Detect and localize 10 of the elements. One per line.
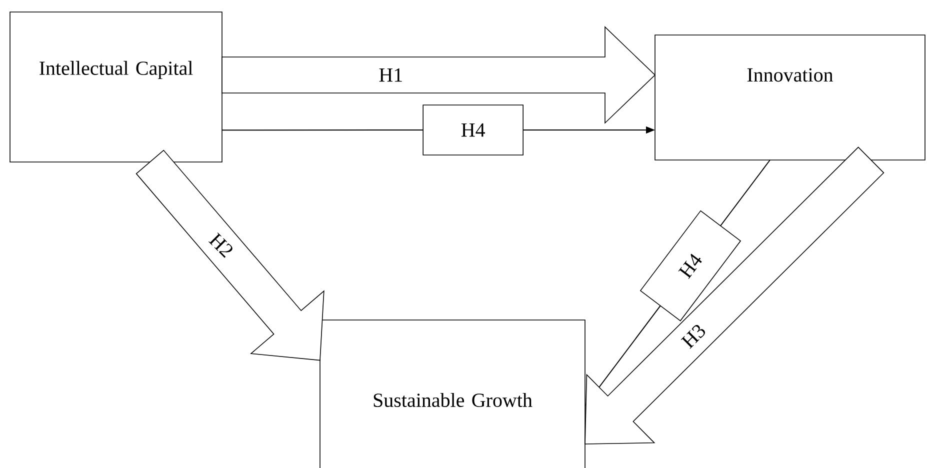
block-arrow — [136, 150, 324, 361]
block-arrow — [584, 146, 884, 444]
block-arrow — [222, 26, 656, 124]
edge-label: H4 — [422, 104, 524, 156]
edge-label: H2 — [208, 232, 232, 258]
concept-box: Innovation — [654, 34, 926, 160]
edge-label: H3 — [680, 324, 705, 349]
concept-box: Sustainable Growth — [320, 320, 586, 468]
concept-box: Intellectual Capital — [10, 12, 222, 162]
edge-label: H1 — [379, 68, 402, 82]
